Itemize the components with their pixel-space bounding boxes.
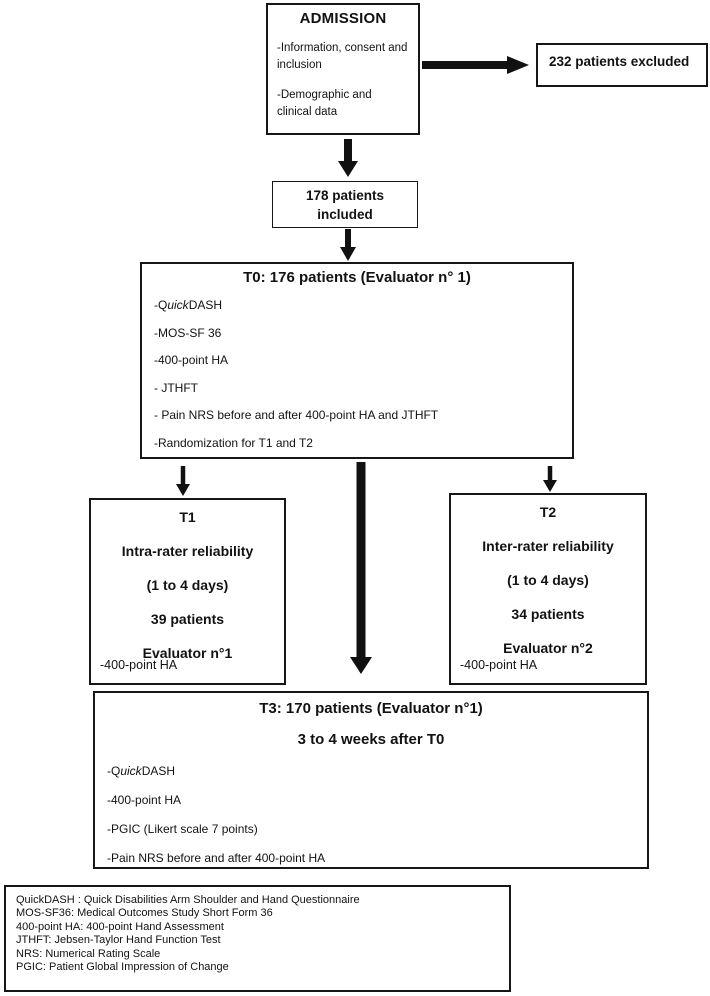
t0-item-quickdash: -QuickDASH [154, 299, 560, 311]
arrow-admission-to-excluded [422, 56, 529, 74]
admission-title: ADMISSION [299, 10, 387, 27]
legend-line: JTHFT: Jebsen-Taylor Hand Function Test [16, 934, 221, 947]
quickdash-italic: uick [167, 298, 189, 312]
t3-item: -Pain NRS before and after 400-point HA [107, 851, 326, 865]
admission-box: ADMISSION -Information, consent and incl… [266, 3, 420, 135]
t3-item-quickdash: -QuickDASH [107, 765, 647, 777]
quickdash-pre: -Q [154, 298, 168, 312]
t1-line: (1 to 4 days) [146, 577, 229, 593]
included-line: 178 patients [305, 187, 385, 203]
quickdash-pre: -Q [107, 764, 121, 778]
legend-line: PGIC: Patient Global Impression of Chang… [16, 961, 229, 974]
t3-title: T3: 170 patients (Evaluator n°1) [259, 700, 483, 717]
t1-line: 39 patients [150, 611, 225, 627]
t0-item: -MOS-SF 36 [154, 325, 222, 340]
admission-item: -Demographic and clinical data [277, 89, 372, 118]
t0-item: - Pain NRS before and after 400-point HA… [154, 408, 439, 422]
legend-line: MOS-SF36: Medical Outcomes Study Short F… [16, 907, 273, 920]
quickdash-post: DASH [141, 764, 176, 778]
t0-item: -400-point HA [154, 353, 229, 367]
t3-subtitle: 3 to 4 weeks after T0 [297, 731, 445, 748]
arrow-t0-to-t1 [176, 466, 190, 496]
legend-line: 400-point HA: 400-point Hand Assessment [16, 920, 224, 933]
t2-box: T2 Inter-rater reliability (1 to 4 days)… [449, 493, 647, 685]
quickdash-italic: uick [120, 764, 142, 778]
excluded-box: 232 patients excluded [536, 43, 708, 87]
t2-line: Evaluator n°2 [503, 640, 593, 656]
t1-footer: -400-point HA [100, 658, 178, 672]
t1-title: T1 [179, 509, 196, 525]
t0-box: T0: 176 patients (Evaluator n° 1) -Quick… [140, 262, 574, 459]
included-line: included [317, 206, 373, 222]
excluded-label: 232 patients excluded [549, 54, 690, 69]
t1-line: Intra-rater reliability [121, 543, 254, 559]
legend-line: NRS: Numerical Rating Scale [16, 947, 161, 960]
arrow-admission-to-included [338, 139, 358, 177]
t3-item: -400-point HA [107, 793, 182, 807]
arrow-included-to-t0 [340, 229, 356, 261]
t3-box: T3: 170 patients (Evaluator n°1) 3 to 4 … [93, 691, 649, 869]
arrow-t0-to-t3 [350, 462, 372, 674]
t2-line: Inter-rater reliability [482, 538, 614, 554]
t2-line: 34 patients [511, 606, 585, 622]
t0-item: - JTHFT [154, 380, 198, 395]
legend-line: QuickDASH : Quick Disabilities Arm Shoul… [16, 894, 360, 906]
t3-item: -PGIC (Likert scale 7 points) [107, 822, 258, 836]
arrow-t0-to-t2 [543, 466, 557, 492]
quickdash-post: DASH [188, 298, 223, 312]
t0-title: T0: 176 patients (Evaluator n° 1) [243, 269, 471, 286]
t0-item: -Randomization for T1 and T2 [154, 435, 313, 450]
legend-box: QuickDASH : Quick Disabilities Arm Shoul… [4, 885, 511, 992]
t2-title: T2 [539, 504, 557, 520]
t2-footer: -400-point HA [460, 658, 538, 672]
included-box: 178 patients included [272, 181, 418, 228]
t1-box: T1 Intra-rater reliability (1 to 4 days)… [89, 498, 286, 685]
t1-line: Evaluator n°1 [142, 645, 233, 661]
t2-line: (1 to 4 days) [507, 572, 589, 588]
admission-item: -Information, consent and inclusion [277, 42, 408, 71]
